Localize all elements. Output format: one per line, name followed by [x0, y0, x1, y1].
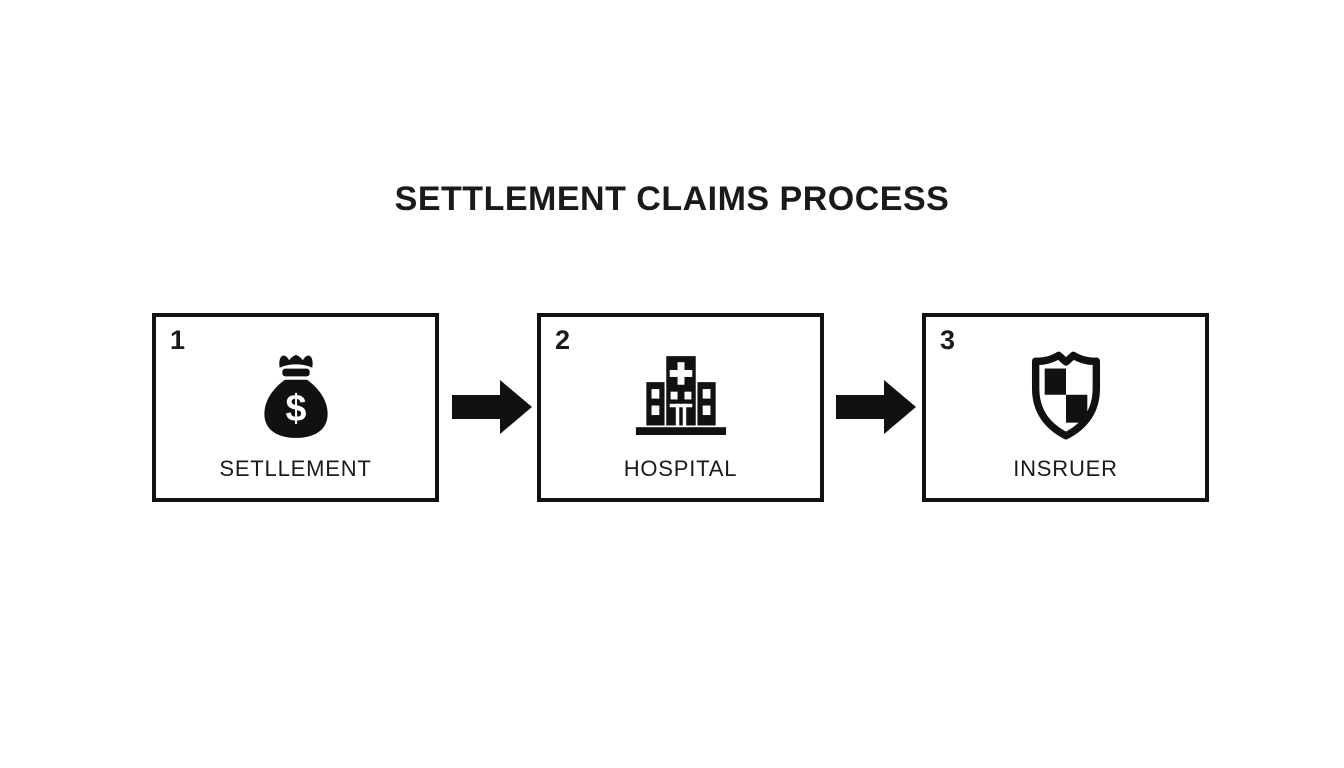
step-label: INSRUER: [1013, 456, 1118, 481]
arrow-right-icon: [836, 380, 916, 434]
step-box-settlement: 1 $ SETLLEMENT: [152, 313, 439, 502]
page-title: SETTLEMENT CLAIMS PROCESS: [394, 180, 950, 218]
step-label: SETLLEMENT: [219, 456, 372, 481]
step-box-hospital: 2: [537, 313, 824, 502]
money-bag-icon: $: [156, 345, 435, 447]
step-label: HOSPITAL: [623, 456, 738, 481]
step-number: 3: [940, 325, 956, 355]
step-number: 1: [170, 325, 186, 355]
step-number: 2: [555, 325, 571, 355]
hospital-icon: [541, 345, 820, 447]
step-box-insurer: 3 INSRUER: [922, 313, 1209, 502]
svg-text:$: $: [285, 387, 306, 429]
arrow-right-icon: [452, 380, 532, 434]
shield-icon: [926, 345, 1205, 447]
